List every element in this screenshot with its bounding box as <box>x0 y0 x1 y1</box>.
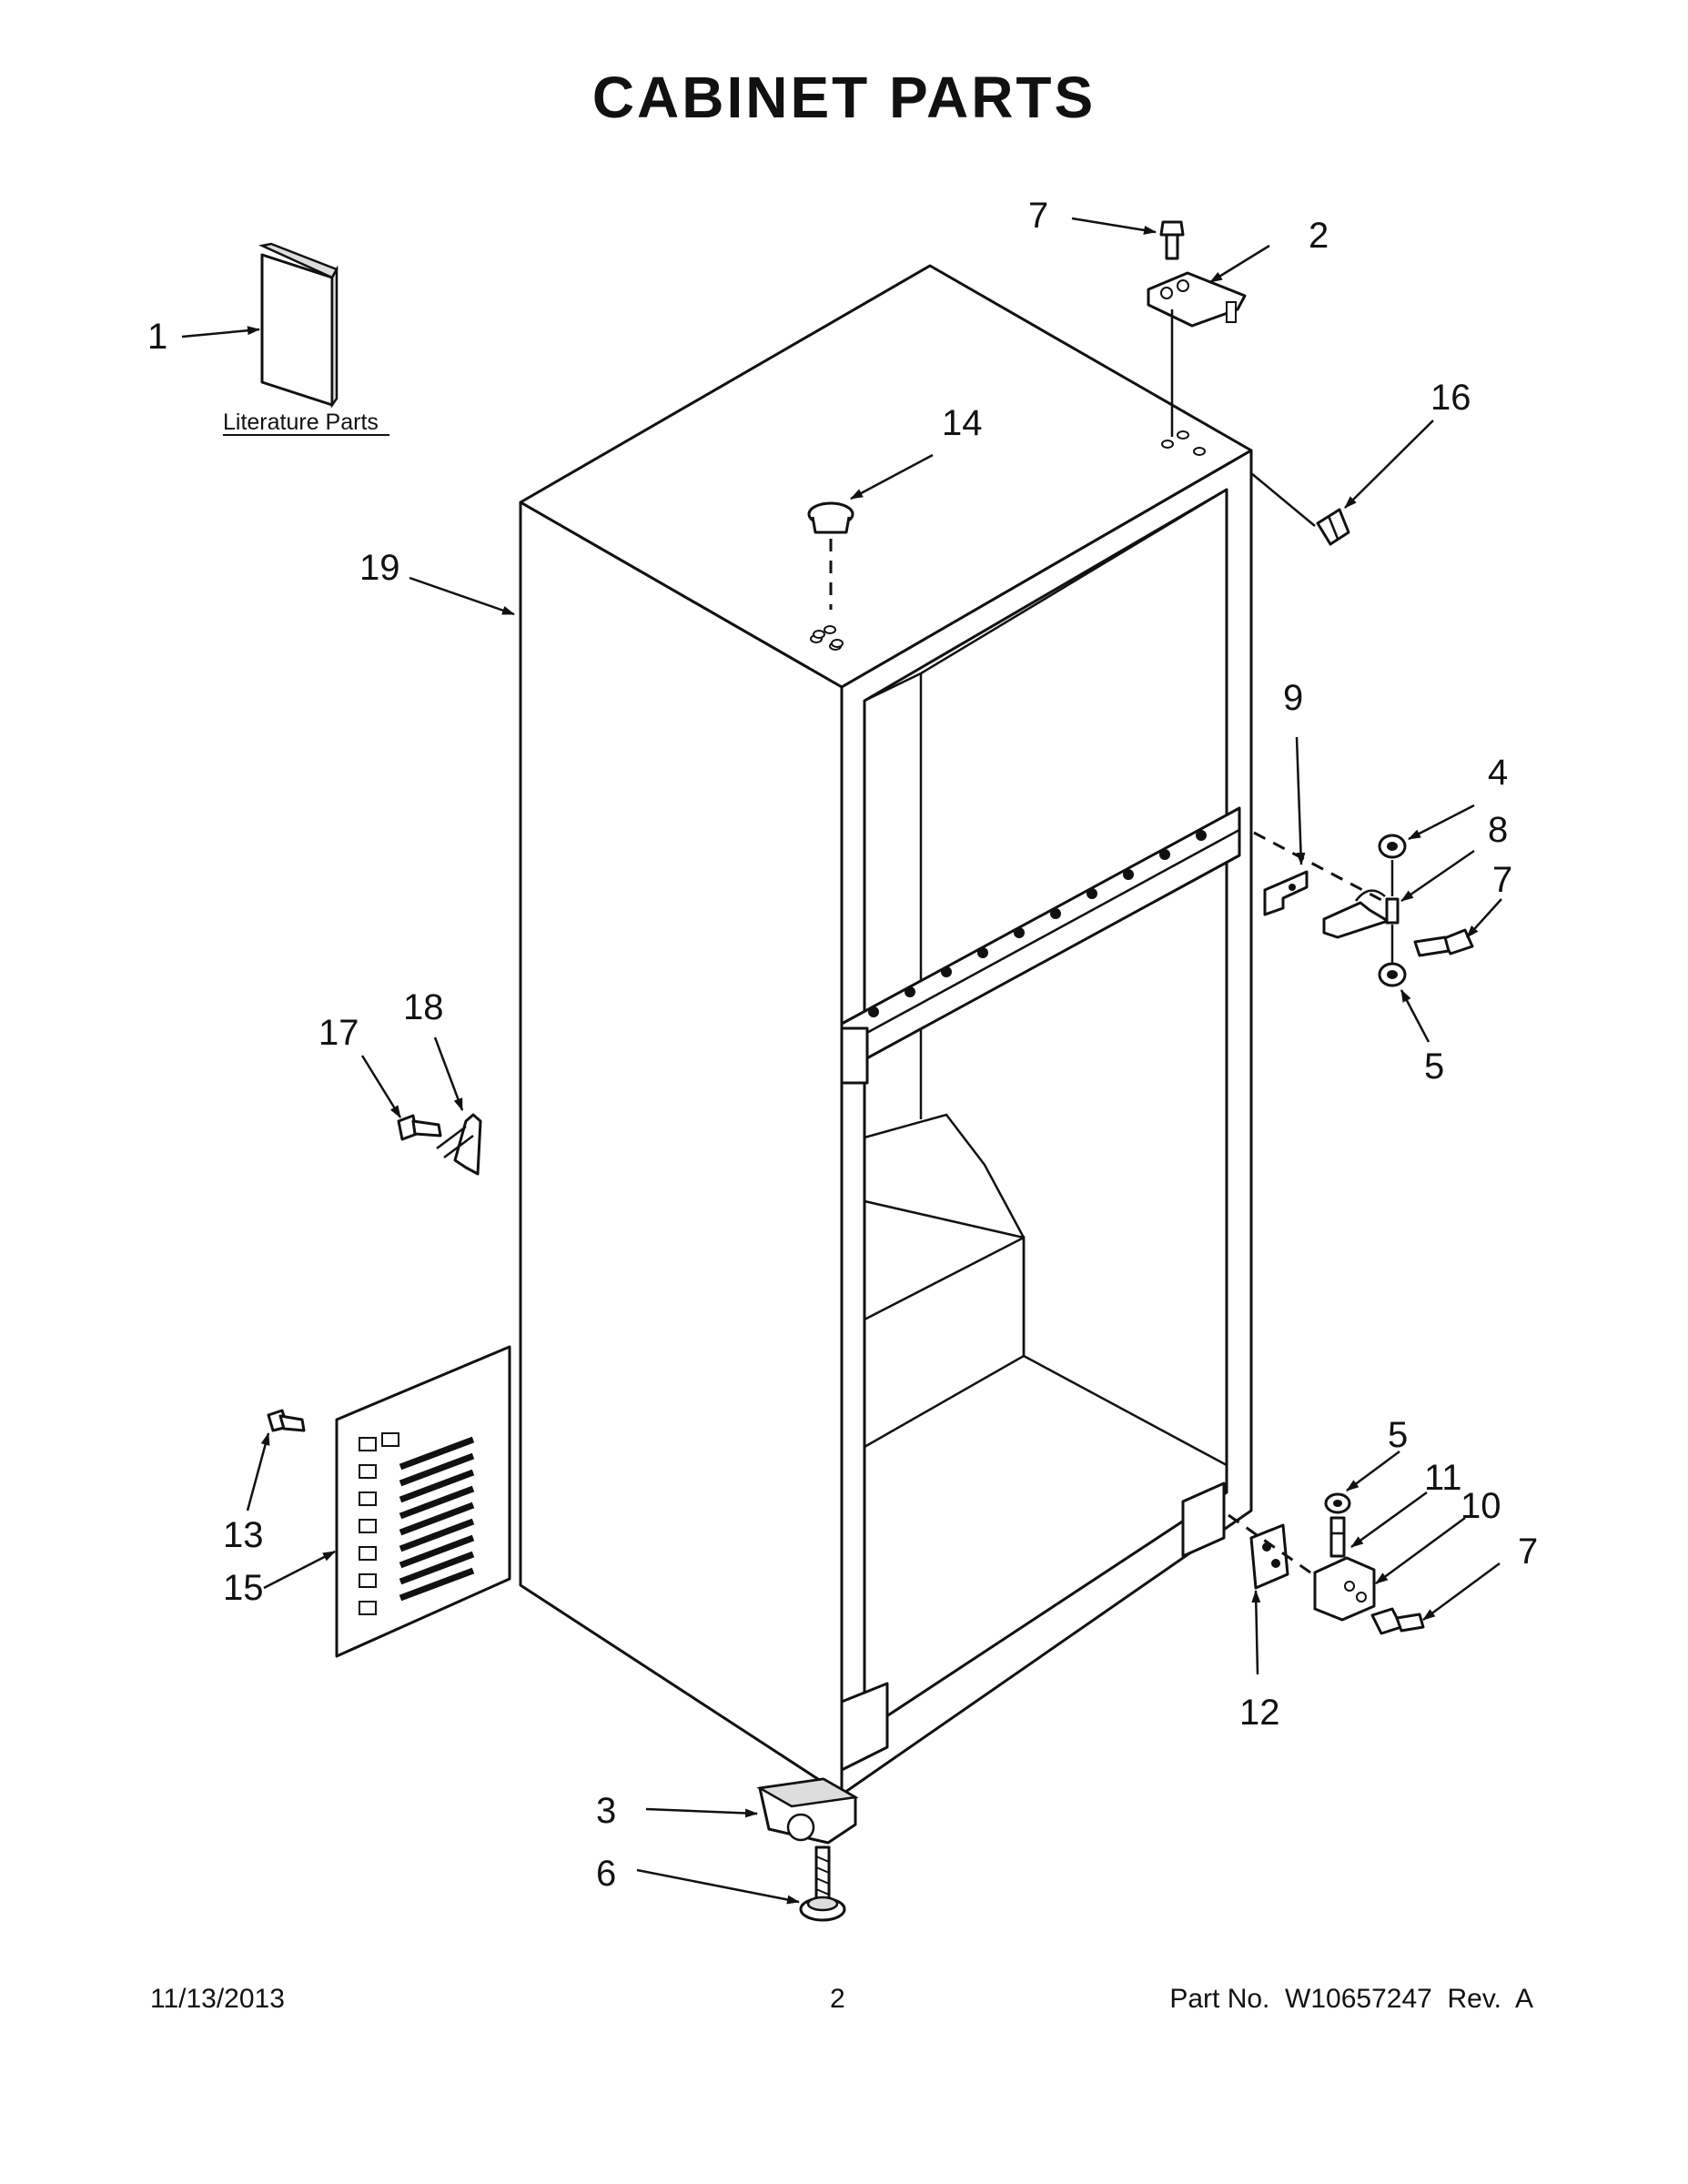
callout-6: 6 <box>596 1854 616 1894</box>
literature-parts-label: Literature Parts <box>223 410 379 435</box>
hinge-cap <box>1316 508 1350 546</box>
callout-16: 16 <box>1430 378 1471 418</box>
callout-5-center: 5 <box>1424 1046 1444 1087</box>
rear-roller <box>756 1777 859 1845</box>
callout-8: 8 <box>1488 810 1508 850</box>
callout-18: 18 <box>403 987 444 1027</box>
hinge-screw-center <box>1413 928 1474 957</box>
footer-date: 11/13/2013 <box>150 1984 285 2014</box>
wire-bracket <box>436 1113 482 1176</box>
callout-labels: 1 2 7 14 16 19 9 4 8 7 5 17 18 13 15 5 1… <box>147 196 1538 1894</box>
callout-11: 11 <box>1424 1458 1462 1498</box>
panel-screw <box>267 1409 306 1432</box>
bushing-upper <box>1378 834 1407 859</box>
divider-vent-holes <box>868 830 1207 1017</box>
callout-9: 9 <box>1283 678 1303 718</box>
callout-14: 14 <box>942 403 983 443</box>
bushing-lower <box>1378 962 1407 987</box>
callout-17: 17 <box>318 1013 359 1053</box>
back-access-panel <box>335 1345 511 1658</box>
callout-2: 2 <box>1309 216 1329 256</box>
callout-7-center: 7 <box>1492 860 1512 900</box>
footer-part-number: Part No. W10657247 Rev. A <box>1169 1984 1533 2014</box>
callout-15: 15 <box>223 1568 264 1608</box>
cabinet-body <box>519 264 1253 1796</box>
callout-3: 3 <box>596 1791 616 1831</box>
bracket-screw <box>397 1114 442 1141</box>
callout-13: 13 <box>223 1515 264 1555</box>
callout-7-top: 7 <box>1028 196 1048 236</box>
callout-4: 4 <box>1488 753 1508 793</box>
leveling-leg <box>799 1845 846 1922</box>
hinge-screw-top <box>1159 220 1185 260</box>
hinge-pin <box>1385 897 1400 925</box>
cabinet-plug <box>807 501 854 534</box>
footer-page-number: 2 <box>830 1984 845 2014</box>
callout-7-bottom: 7 <box>1518 1532 1538 1572</box>
callout-12: 12 <box>1239 1693 1280 1733</box>
hinge-screw-bottom <box>1370 1607 1425 1635</box>
center-hinge-shim <box>1263 870 1309 916</box>
top-hinge <box>1147 271 1247 328</box>
bottom-hinge <box>1313 1556 1376 1622</box>
page-title: CABINET PARTS <box>591 65 1097 130</box>
bottom-bushing <box>1324 1492 1351 1514</box>
bottom-hinge-pin <box>1329 1516 1346 1558</box>
callout-19: 19 <box>359 548 400 588</box>
leader-lines <box>181 217 1502 1905</box>
literature-booklet <box>258 242 339 409</box>
callout-1: 1 <box>147 317 167 357</box>
callout-5-bottom: 5 <box>1388 1415 1408 1455</box>
callout-10: 10 <box>1461 1486 1501 1526</box>
